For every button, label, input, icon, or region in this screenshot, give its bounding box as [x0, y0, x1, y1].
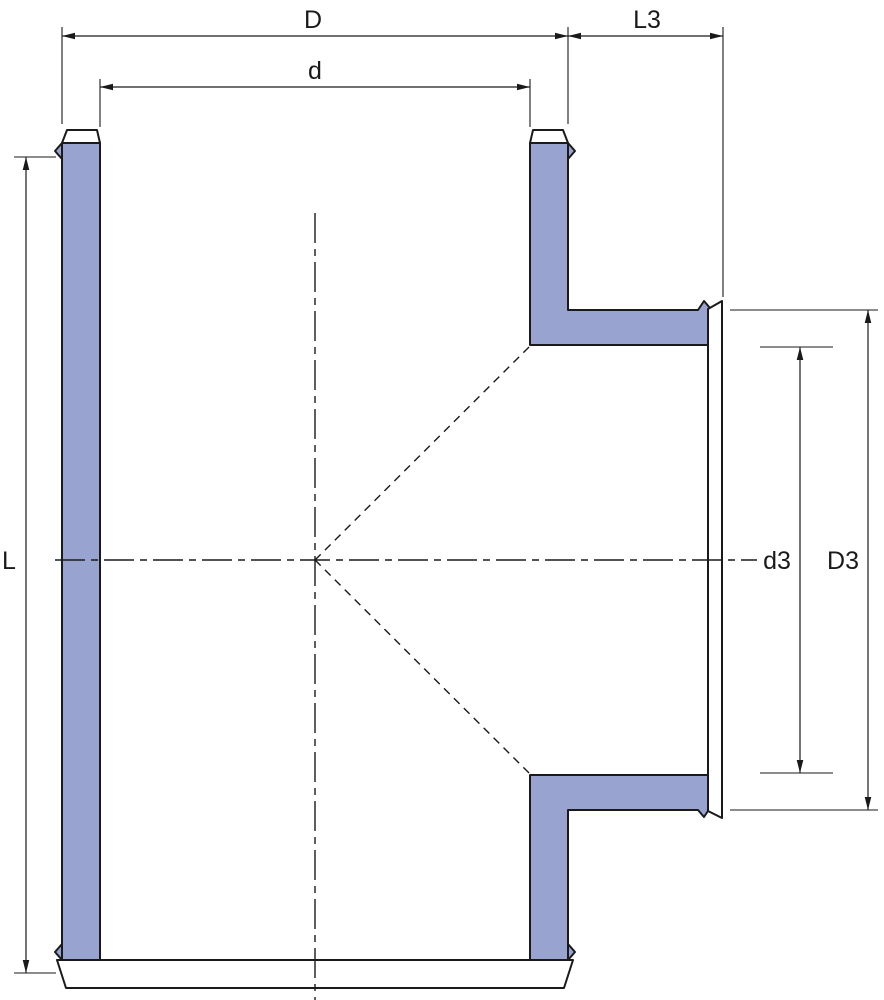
right-wall-upper-and-branch-top-wall: [529, 142, 711, 346]
bore-transition-lower: [314, 559, 531, 775]
centerlines: [55, 213, 757, 1000]
right-wall-top-flare: [567, 142, 576, 160]
arrowhead-right: [710, 32, 723, 40]
arrowhead-top: [22, 157, 30, 170]
dimension-label-d3: d3: [763, 547, 791, 575]
dimension-L3: L3: [568, 6, 724, 297]
dimension-label-L3: L3: [633, 6, 661, 34]
dimension-label-D: D: [304, 6, 322, 34]
arrowhead-top: [864, 310, 872, 323]
right-wall-bottom-flare: [567, 943, 576, 961]
dimension-D: D: [61, 6, 569, 124]
arrowhead-top: [796, 347, 804, 360]
left-wall-bottom-flare: [54, 943, 63, 961]
bore-transition-upper: [314, 345, 531, 561]
dimension-D3: D3: [730, 309, 878, 811]
left-wall: [61, 142, 101, 961]
arrowhead-left: [568, 32, 581, 40]
top-mouth-face-right: [529, 129, 569, 144]
arrowhead-left: [100, 83, 113, 91]
arrowhead-bottom: [864, 797, 872, 810]
left-wall-top-flare: [54, 142, 63, 160]
dimension-L: L: [2, 156, 56, 974]
arrowhead-bottom: [796, 760, 804, 773]
dimension-d: d: [99, 57, 531, 127]
dimension-label-L: L: [2, 547, 16, 575]
arrowhead-bottom: [22, 960, 30, 973]
arrowhead-right: [517, 83, 530, 91]
dimension-label-D3: D3: [827, 547, 859, 575]
dimension-label-d: d: [308, 57, 322, 85]
arrowhead-right: [555, 32, 568, 40]
arrowhead-left: [62, 32, 75, 40]
right-wall-lower-and-branch-bottom-wall: [529, 774, 711, 961]
fitting-body: [54, 129, 723, 989]
top-mouth-face-left: [61, 129, 101, 144]
dimension-d3: d3: [760, 346, 833, 774]
